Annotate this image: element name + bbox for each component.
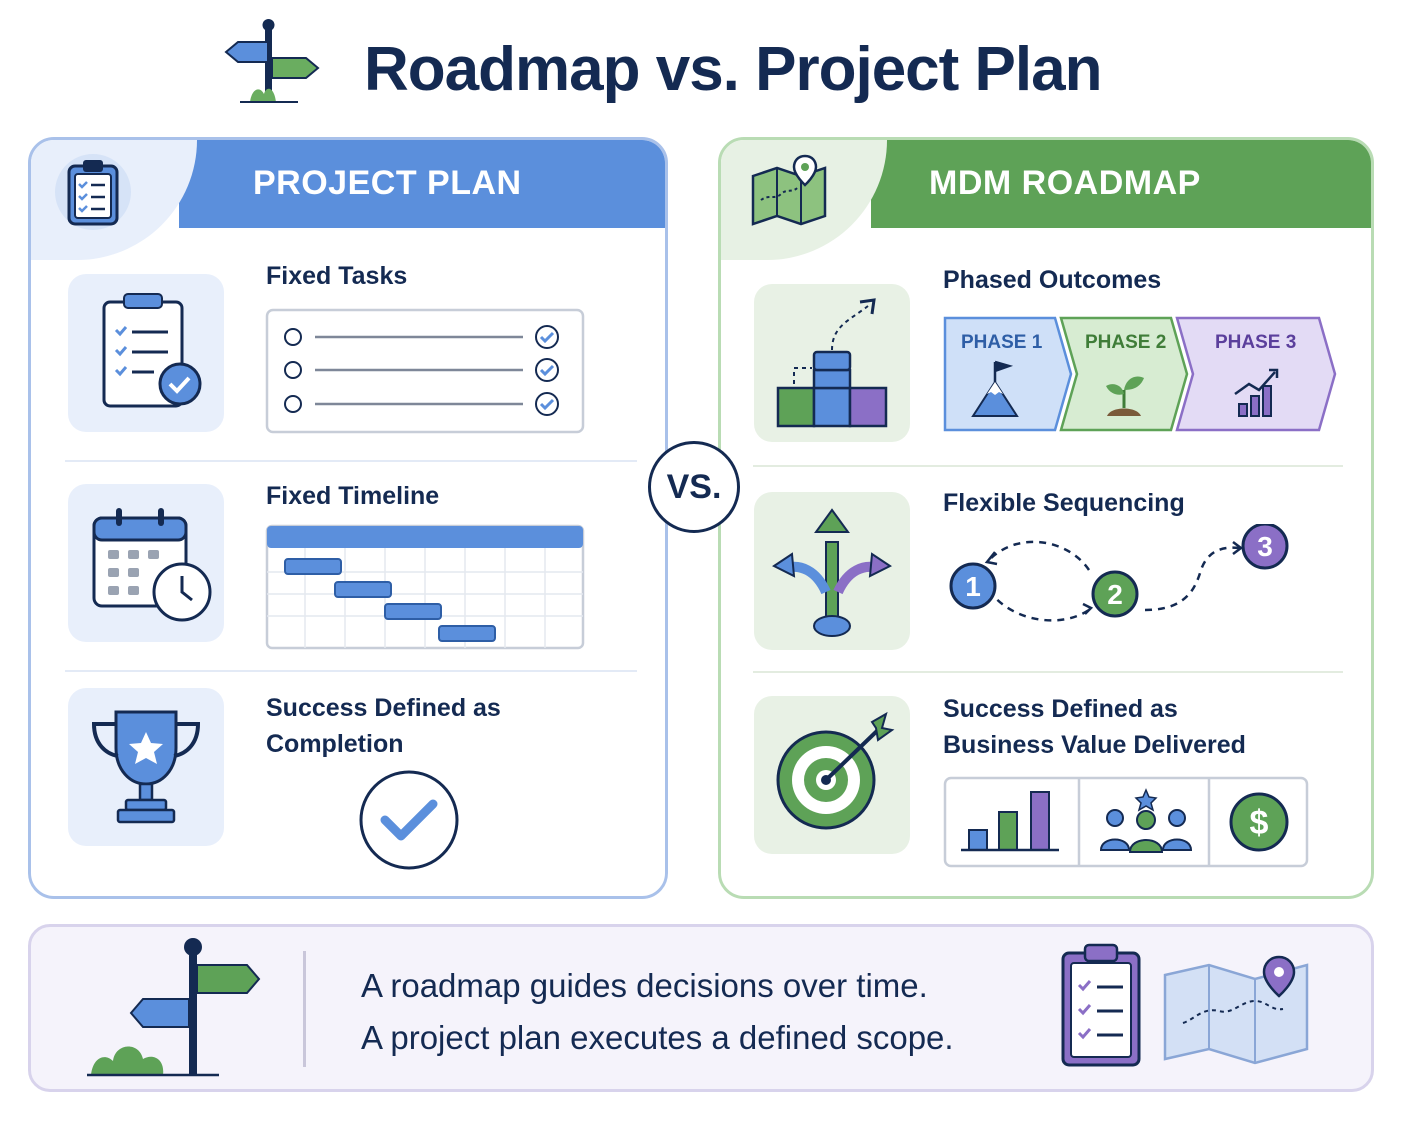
footer-line-1: A roadmap guides decisions over time. (361, 967, 928, 1004)
vs-badge: VS. (648, 441, 740, 533)
vs-label: VS. (666, 468, 722, 506)
trophy-icon (91, 710, 201, 824)
mdm-roadmap-title: MDM ROADMAP (929, 164, 1201, 202)
flexible-sequencing-title: Flexible Sequencing (943, 489, 1185, 517)
success-completion-line2: Completion (266, 730, 404, 758)
stacked-blocks-icon (776, 298, 888, 428)
phase-2-label: PHASE 2 (1085, 332, 1166, 353)
project-plan-panel: PROJECT PLAN Fixed Tasks (28, 137, 668, 899)
phased-outcomes-tile (754, 284, 910, 442)
dollar-symbol: $ (1250, 804, 1269, 842)
fixed-timeline-tile (68, 484, 224, 642)
checklist-icon (102, 293, 202, 408)
map-pin-icon (751, 154, 827, 226)
fixed-tasks-title: Fixed Tasks (266, 262, 408, 290)
sequence-steps-illustration: 1 2 3 (949, 524, 1289, 622)
branching-arrows-icon (772, 508, 892, 637)
clipboard-icon (55, 154, 131, 230)
mdm-roadmap-corner (721, 140, 887, 260)
business-value-line2: Business Value Delivered (943, 731, 1246, 759)
footer-map-icon (1163, 955, 1309, 1065)
step-1-number: 1 (965, 571, 981, 602)
task-list-illustration (265, 308, 585, 434)
mdm-roadmap-panel: MDM ROADMAP Phased Outcomes PHASE 1 PHAS… (718, 137, 1374, 899)
success-completion-title: Success Defined as Completion (266, 690, 501, 762)
phase-chevrons: PHASE 1 PHASE 2 PHASE 3 (943, 316, 1337, 432)
gantt-chart-illustration (265, 524, 585, 650)
fixed-tasks-tile (68, 274, 224, 432)
divider (753, 465, 1343, 467)
footer-clipboard-icon (1061, 943, 1141, 1067)
fixed-timeline-title: Fixed Timeline (266, 482, 440, 510)
target-icon (776, 711, 895, 830)
page-title: Roadmap vs. Project Plan (364, 35, 1102, 104)
calendar-clock-icon (92, 508, 212, 622)
flexible-sequencing-tile (754, 492, 910, 650)
step-2-number: 2 (1107, 579, 1123, 610)
value-indicators: $ (943, 776, 1309, 868)
footer-line-2: A project plan executes a defined scope. (361, 1019, 954, 1056)
title-bar: Roadmap vs. Project Plan (0, 18, 1402, 118)
signpost-bush-icon (87, 938, 261, 1077)
business-value-title: Success Defined as Business Value Delive… (943, 691, 1246, 763)
project-plan-title: PROJECT PLAN (253, 164, 522, 202)
phased-outcomes-title: Phased Outcomes (943, 266, 1162, 294)
footer-banner: A roadmap guides decisions over time. A … (28, 924, 1374, 1092)
footer-divider (303, 951, 306, 1067)
project-plan-header: PROJECT PLAN (179, 140, 665, 228)
success-completion-tile (68, 688, 224, 846)
signpost-icon (224, 19, 320, 103)
check-circle-icon (359, 770, 459, 870)
business-value-line1: Success Defined as (943, 695, 1178, 723)
mdm-roadmap-header: MDM ROADMAP (871, 140, 1371, 228)
phase-3-label: PHASE 3 (1215, 332, 1296, 353)
success-completion-line1: Success Defined as (266, 694, 501, 722)
business-value-tile (754, 696, 910, 854)
divider (753, 671, 1343, 673)
project-plan-corner (31, 140, 197, 260)
divider (65, 670, 637, 672)
step-3-number: 3 (1257, 531, 1273, 562)
phase-1-label: PHASE 1 (961, 332, 1043, 353)
divider (65, 460, 637, 462)
